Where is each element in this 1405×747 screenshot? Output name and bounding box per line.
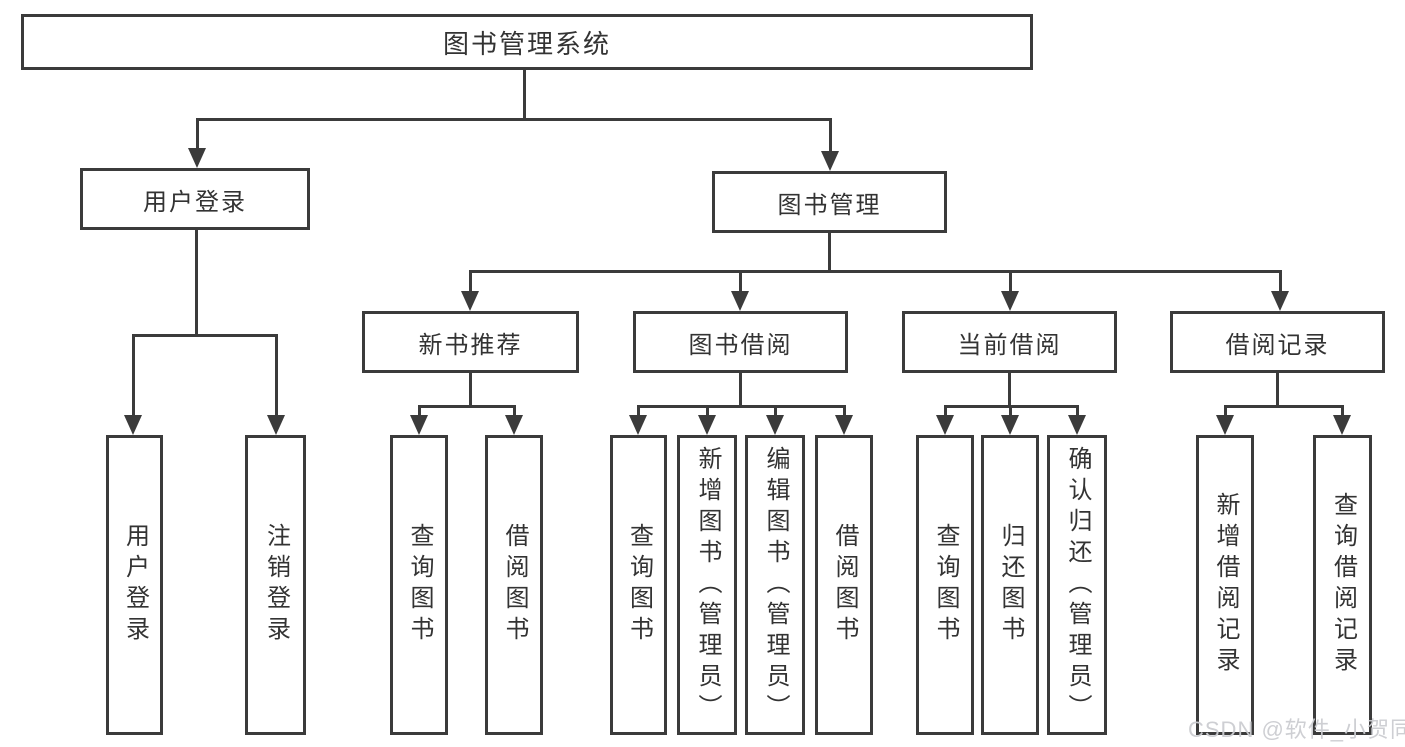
leaf-label: 借阅图书 xyxy=(831,523,858,647)
leaf-label: 归还图书 xyxy=(997,523,1024,647)
arrowhead-down xyxy=(267,415,285,435)
connector-root-stem xyxy=(523,70,526,118)
node-new-book-recommendation: 新书推荐 xyxy=(362,311,579,373)
node-label: 图书借阅 xyxy=(688,331,793,359)
leaf-label: 编辑图书（管理员） xyxy=(762,445,789,725)
arrowhead-down xyxy=(698,415,716,435)
leaf-query-books: 查询图书 xyxy=(390,435,448,735)
connector-leaf-drop xyxy=(1341,405,1344,419)
connector-section-stem xyxy=(739,373,742,405)
leaf-query-books: 查询图书 xyxy=(916,435,974,735)
leaf-user-login: 用户登录 xyxy=(106,435,163,735)
leaf-logout: 注销登录 xyxy=(245,435,306,735)
connector-section-stem xyxy=(469,373,472,405)
connector-section-drop xyxy=(1009,270,1012,294)
node-current-borrowing: 当前借阅 xyxy=(902,311,1117,373)
connector-level2-rail xyxy=(196,118,832,121)
node-user-login: 用户登录 xyxy=(80,168,310,230)
connector-book-management-drop xyxy=(829,118,832,153)
arrowhead-down xyxy=(410,415,428,435)
leaf-label: 查询借阅记录 xyxy=(1329,492,1357,678)
node-library-management-system: 图书管理系统 xyxy=(21,14,1033,70)
arrowhead-down xyxy=(1271,291,1289,311)
connector-leaf-rail xyxy=(1224,405,1343,408)
arrowhead-down xyxy=(731,291,749,311)
arrowhead-down xyxy=(188,148,206,168)
connector-leaf-drop xyxy=(774,405,777,419)
node-label: 图书管理 xyxy=(777,191,882,219)
arrowhead-down xyxy=(1333,415,1351,435)
connector-level3-rail xyxy=(469,270,1281,273)
connector-leaf-drop xyxy=(513,405,516,419)
connector-leaf-drop xyxy=(637,405,640,419)
csdn-watermark: CSDN @软件_小贺同学 xyxy=(1188,717,1405,742)
arrowhead-down xyxy=(629,415,647,435)
node-borrowing-records: 借阅记录 xyxy=(1170,311,1385,373)
leaf-label: 确认归还（管理员） xyxy=(1064,445,1091,725)
arrowhead-down xyxy=(1001,291,1019,311)
arrowhead-down xyxy=(124,415,142,435)
connector-leaf-drop xyxy=(843,405,846,419)
arrowhead-down xyxy=(1068,415,1086,435)
leaf-borrow-books: 借阅图书 xyxy=(485,435,543,735)
node-label: 借阅记录 xyxy=(1225,331,1330,359)
leaf-label: 查询图书 xyxy=(406,523,433,647)
connector-section-stem xyxy=(1276,373,1279,405)
leaf-edit-book-admin: 编辑图书（管理员） xyxy=(745,435,805,735)
leaf-add-book-admin: 新增图书（管理员） xyxy=(677,435,737,735)
connector-book-management-stem xyxy=(828,233,831,270)
connector-section-drop xyxy=(469,270,472,294)
connector-leaf-drop xyxy=(275,334,278,417)
leaf-add-borrow-record: 新增借阅记录 xyxy=(1196,435,1254,735)
leaf-label: 用户登录 xyxy=(121,523,149,647)
connector-section-drop xyxy=(1279,270,1282,294)
node-label: 图书管理系统 xyxy=(442,28,611,59)
node-book-borrowing: 图书借阅 xyxy=(633,311,848,373)
connector-user-login-drop xyxy=(196,118,199,150)
connector-leaf-rail xyxy=(637,405,845,408)
leaf-label: 借阅图书 xyxy=(501,523,528,647)
leaf-query-borrow-record: 查询借阅记录 xyxy=(1313,435,1372,735)
leaf-query-books: 查询图书 xyxy=(610,435,667,735)
arrowhead-down xyxy=(461,291,479,311)
leaf-borrow-books: 借阅图书 xyxy=(815,435,873,735)
connector-leaf-drop xyxy=(944,405,947,419)
leaf-label: 查询图书 xyxy=(932,523,959,647)
leaf-label: 新增借阅记录 xyxy=(1212,492,1239,678)
arrowhead-down xyxy=(1216,415,1234,435)
connector-leaf-rail xyxy=(418,405,516,408)
leaf-label: 新增图书（管理员） xyxy=(694,445,721,725)
node-label: 新书推荐 xyxy=(418,331,523,359)
connector-leaf-drop xyxy=(706,405,709,419)
connector-leaf-drop xyxy=(418,405,421,419)
leaf-return-book: 归还图书 xyxy=(981,435,1039,735)
arrowhead-down xyxy=(936,415,954,435)
connector-user-login-stem xyxy=(195,230,198,334)
node-book-management: 图书管理 xyxy=(712,171,947,233)
arrowhead-down xyxy=(505,415,523,435)
arrowhead-down xyxy=(1001,415,1019,435)
connector-section-drop xyxy=(739,270,742,294)
connector-user-login-rail xyxy=(132,334,278,337)
leaf-label: 注销登录 xyxy=(262,523,290,647)
node-label: 当前借阅 xyxy=(957,331,1062,359)
node-label: 用户登录 xyxy=(143,188,247,216)
connector-leaf-drop xyxy=(132,334,135,417)
leaf-label: 查询图书 xyxy=(625,523,653,647)
arrowhead-down xyxy=(835,415,853,435)
connector-section-stem xyxy=(1008,373,1011,405)
leaf-confirm-return-admin: 确认归还（管理员） xyxy=(1047,435,1107,735)
arrowhead-down xyxy=(821,151,839,171)
arrowhead-down xyxy=(766,415,784,435)
connector-leaf-drop xyxy=(1224,405,1227,419)
connector-leaf-drop xyxy=(1009,405,1012,419)
connector-leaf-drop xyxy=(1076,405,1079,419)
